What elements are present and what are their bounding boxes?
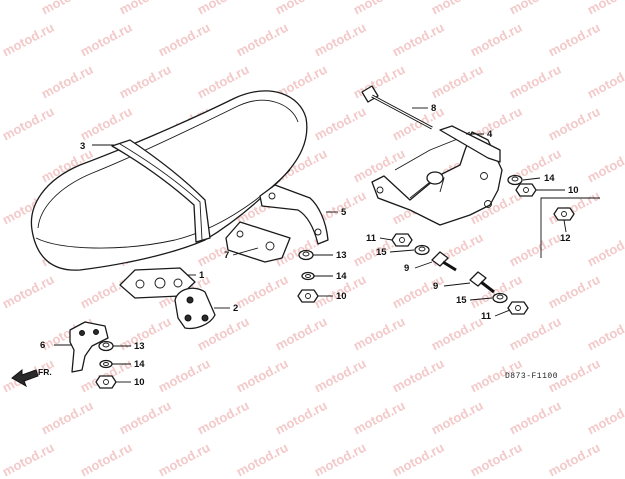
callout-11-lower: 11	[481, 311, 492, 322]
nut-10-right	[515, 183, 537, 197]
nut-11-lower	[507, 301, 529, 315]
callout-15-upper: 15	[376, 247, 387, 258]
callout-6: 6	[40, 340, 45, 351]
nut-10-left	[95, 375, 117, 389]
bolt-9-upper	[431, 251, 457, 272]
washer-14-left	[99, 359, 113, 369]
bracket-2	[174, 287, 216, 330]
bolt-8	[361, 85, 433, 130]
callout-14-mid: 14	[336, 271, 347, 282]
callouts: 3 1 2 5 7 8 4 13 14 10 6 13 14 10 14 10 …	[40, 103, 579, 388]
nut-13-left	[98, 340, 114, 352]
plate-1	[119, 267, 196, 299]
callout-10-mid: 10	[336, 291, 347, 302]
callout-9-upper: 9	[404, 263, 409, 274]
leader-lines	[54, 107, 567, 383]
callout-13-mid: 13	[336, 250, 347, 261]
bracket-4	[371, 125, 503, 226]
callout-15-lower: 15	[456, 295, 467, 306]
stay-5	[259, 184, 329, 245]
front-arrow	[11, 368, 39, 388]
callout-10-right: 10	[568, 185, 579, 196]
seat	[30, 90, 308, 271]
callout-3: 3	[80, 141, 85, 152]
callout-4: 4	[487, 129, 493, 140]
callout-2: 2	[233, 303, 238, 314]
callout-8: 8	[431, 103, 436, 114]
callout-7: 7	[224, 250, 229, 261]
bracket-line-12	[540, 197, 600, 258]
callout-1: 1	[199, 270, 205, 281]
callout-14-left: 14	[134, 359, 145, 370]
callout-14-right: 14	[544, 173, 555, 184]
nut-11-upper	[391, 233, 413, 247]
direction-label: FR.	[38, 367, 52, 377]
bolt-9-lower	[469, 271, 495, 294]
callout-9-lower: 9	[433, 281, 438, 292]
parts-diagram: 3 1 2 5 7 8 4 13 14 10 6 13 14 10 14 10 …	[11, 85, 600, 389]
callout-13-left: 13	[134, 341, 145, 352]
nut-10-mid	[297, 289, 319, 303]
washer-15-upper	[414, 244, 430, 256]
nut-12	[553, 207, 575, 221]
nut-13-mid	[298, 249, 314, 261]
hinge-6	[69, 321, 109, 373]
plate-7	[225, 221, 291, 263]
callout-10-left: 10	[134, 377, 145, 388]
washer-14-mid	[301, 271, 315, 281]
callout-11-upper: 11	[366, 233, 377, 244]
callout-12: 12	[560, 233, 571, 244]
washer-15-lower	[492, 292, 508, 304]
nut-14-right	[507, 174, 523, 186]
callout-5: 5	[341, 207, 347, 218]
drawing-code: D873-F1100	[505, 372, 558, 381]
